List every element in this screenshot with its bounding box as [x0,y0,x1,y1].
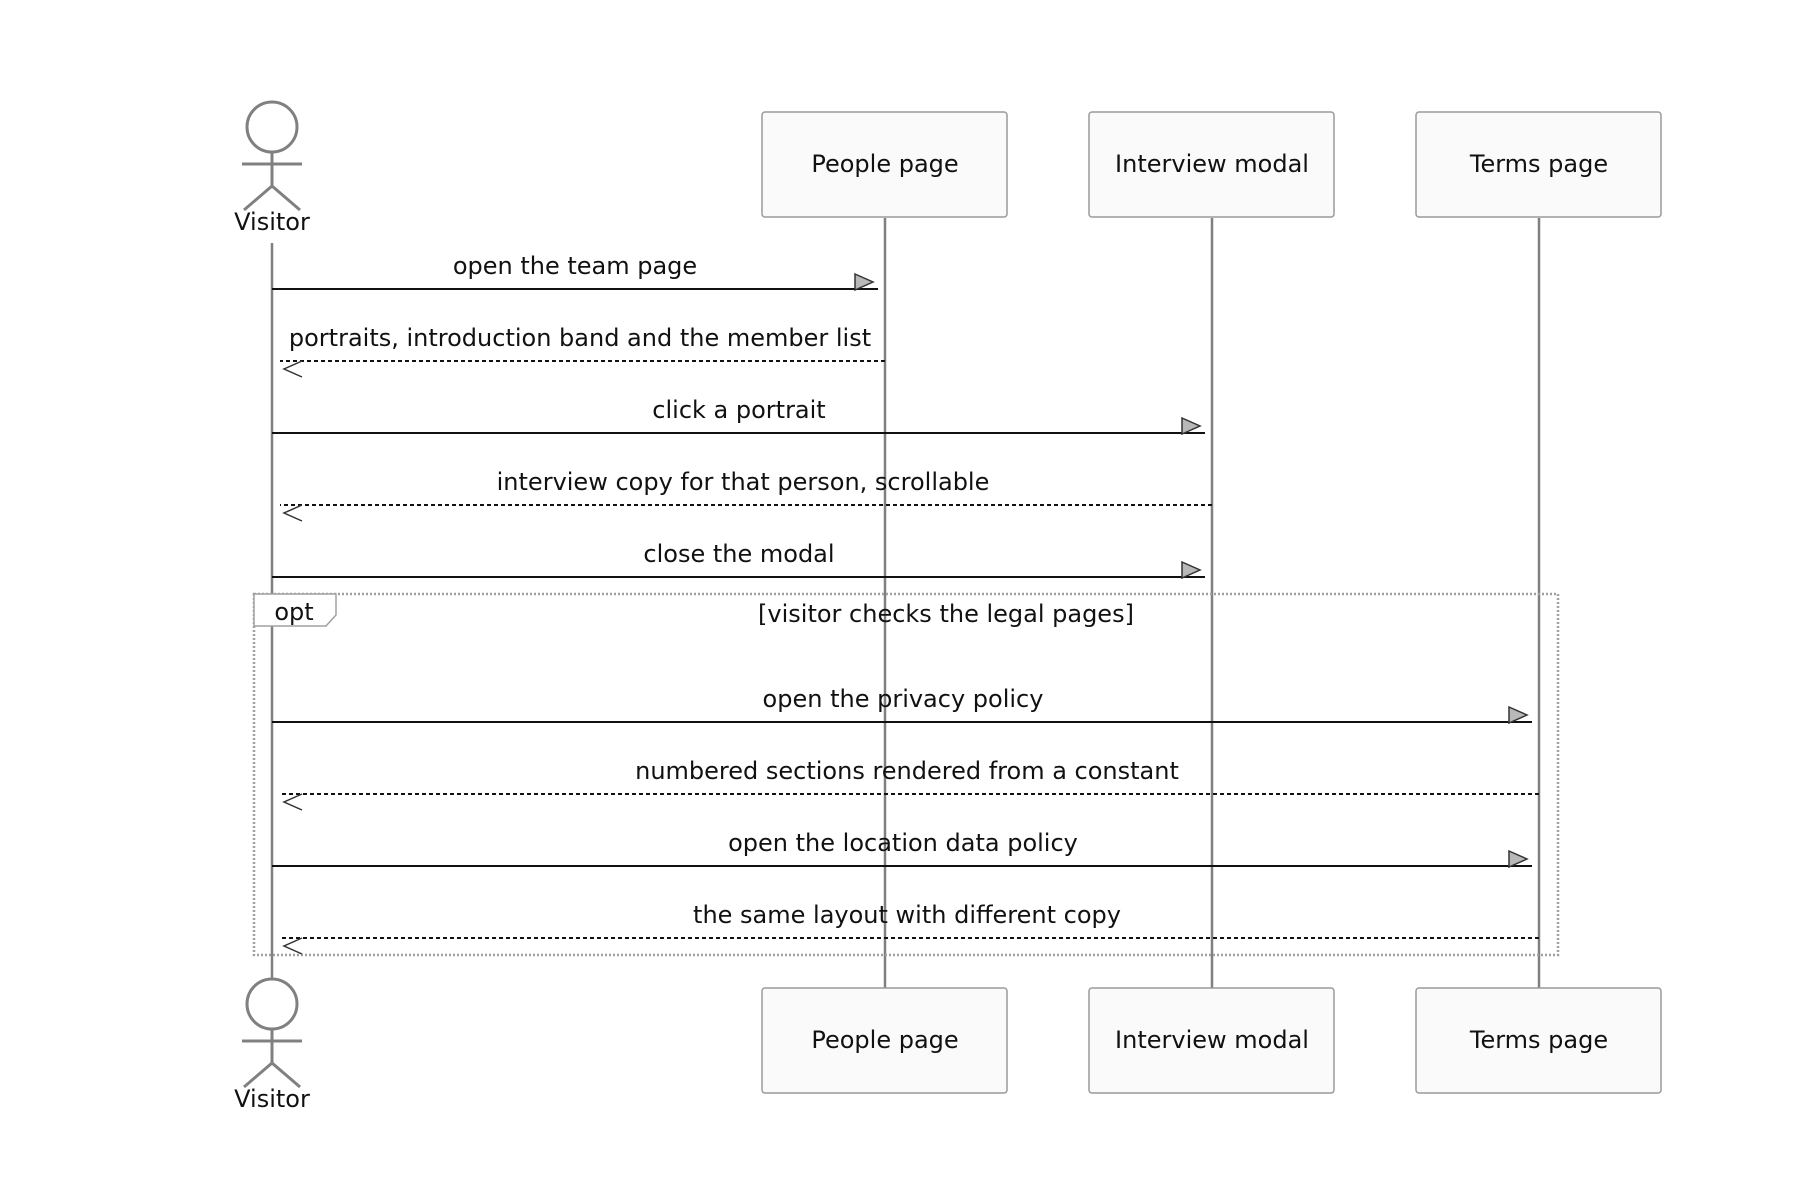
message-label: close the modal [643,540,834,568]
participant-interview-modal-bottom: Interview modal [1088,987,1335,1094]
actor-label: Visitor [234,1085,310,1113]
participant-label: Terms page [1469,1026,1608,1054]
opt-fragment: opt [visitor checks the legal pages] [252,592,1560,957]
actor-head-icon [245,977,299,1031]
participant-label: Terms page [1469,150,1608,178]
message-8: open the location data policy [272,829,1532,869]
message-7: numbered sections rendered from a consta… [280,757,1539,811]
sync-arrowhead-icon [1508,849,1529,869]
sync-arrowhead-icon [1508,705,1529,725]
actor-label: Visitor [234,208,310,236]
actor-head-icon [245,100,299,154]
participant-label: Interview modal [1115,150,1309,178]
message-label: open the team page [453,252,697,280]
participant-interview-modal-top: Interview modal [1088,111,1335,218]
actor-visitor-top: Visitor [234,100,310,236]
message-label: numbered sections rendered from a consta… [635,757,1179,785]
reply-arrowhead-icon [282,504,303,522]
reply-arrowhead-icon [282,793,303,811]
participant-people-page-top: People page [761,111,1008,218]
message-label: interview copy for that person, scrollab… [497,468,990,496]
message-2: portraits, introduction band and the mem… [280,324,885,378]
sync-arrowhead-icon [1181,416,1202,436]
message-label: open the location data policy [728,829,1078,857]
participant-terms-page-bottom: Terms page [1415,987,1662,1094]
message-label: portraits, introduction band and the mem… [289,324,871,352]
reply-arrowhead-icon [282,937,303,955]
message-3: click a portrait [272,396,1205,436]
reply-arrowhead-icon [282,360,303,378]
fragment-tab [253,593,337,627]
message-label: the same layout with different copy [693,901,1121,929]
message-1: open the team page [272,252,878,292]
fragment-kind: opt [274,598,313,626]
participant-people-page-bottom: People page [761,987,1008,1094]
participant-label: People page [811,150,958,178]
sync-arrowhead-icon [1181,560,1202,580]
message-4: interview copy for that person, scrollab… [280,468,1212,522]
message-label: click a portrait [652,396,825,424]
sync-arrowhead-icon [854,272,875,292]
fragment-condition: [visitor checks the legal pages] [758,600,1134,628]
participant-terms-page-top: Terms page [1415,111,1662,218]
message-label: open the privacy policy [763,685,1044,713]
message-9: the same layout with different copy [280,901,1539,955]
participant-label: People page [811,1026,958,1054]
actor-visitor-bottom: Visitor [234,977,310,1113]
participant-label: Interview modal [1115,1026,1309,1054]
message-5: close the modal [272,540,1205,580]
fragment-frame [252,592,1560,957]
message-6: open the privacy policy [272,685,1532,725]
